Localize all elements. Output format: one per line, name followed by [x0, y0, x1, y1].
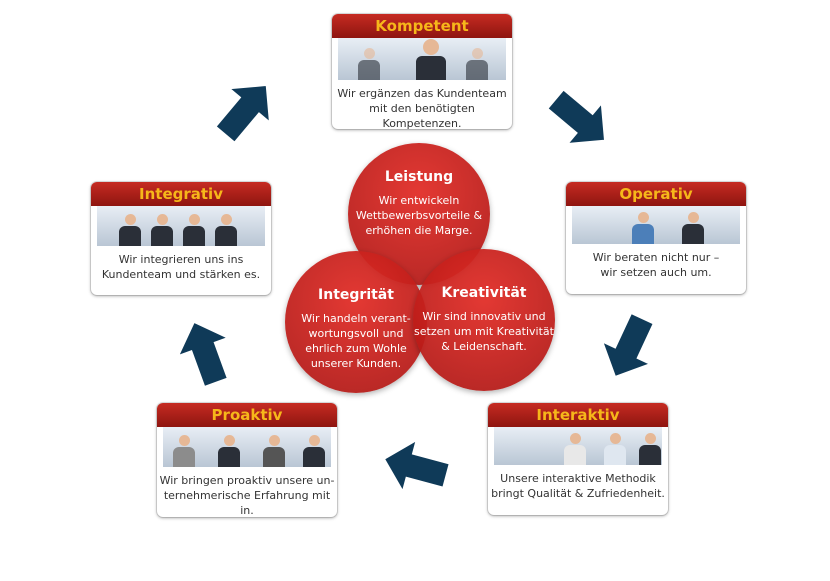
team-photo: [163, 427, 331, 467]
card-description: Wir beraten nicht nur – wir setzen auch …: [592, 251, 720, 279]
card-kompetent: Kompetent Wir ergänzen das Kundenteam mi…: [332, 14, 512, 129]
arrow-left: [165, 310, 245, 395]
card-operativ: Operativ Wir beraten nicht nur – wir set…: [566, 182, 746, 294]
arrow-top-right: [535, 75, 626, 165]
circle-integritaet: Integrität Wir handeln verant- wortungsv…: [285, 251, 427, 393]
circle-title: Kreativität: [441, 285, 527, 301]
circle-description: Wir handeln verant- wortungsvoll und ehr…: [301, 312, 411, 370]
arrow-right: [587, 304, 670, 391]
card-integrativ: Integrativ Wir integrieren uns ins Kunde…: [91, 182, 271, 295]
card-title: Integrativ: [91, 182, 271, 206]
card-proaktiv: Proaktiv Wir bringen proaktiv unsere un-…: [157, 403, 337, 517]
card-description: Wir integrieren uns ins Kundenteam und s…: [101, 253, 261, 281]
card-title: Kompetent: [332, 14, 512, 38]
arrow-bottom: [374, 430, 456, 505]
team-photo: [494, 427, 662, 465]
circle-kreativitaet: Kreativität Wir sind innovativ und setze…: [413, 249, 555, 391]
circle-description: Wir entwickeln Wettbewerbsvorteile & erh…: [355, 194, 483, 237]
card-description: Wir ergänzen das Kundenteam mit den benö…: [337, 87, 507, 129]
team-photo: [338, 38, 506, 80]
card-title: Operativ: [566, 182, 746, 206]
team-photo: [97, 206, 265, 246]
circle-description: Wir sind innovativ und setzen um mit Kre…: [414, 310, 554, 353]
circle-title: Leistung: [384, 169, 454, 185]
team-photo: [572, 206, 740, 244]
card-description: Wir bringen proaktiv unsere un- ternehme…: [159, 474, 335, 517]
card-title: Proaktiv: [157, 403, 337, 427]
card-interaktiv: Interaktiv Unsere interaktive Methodik b…: [488, 403, 668, 515]
circle-title: Integrität: [318, 287, 394, 303]
card-description: Unsere interaktive Methodik bringt Quali…: [491, 472, 665, 500]
arrow-top-left: [201, 64, 291, 155]
card-title: Interaktiv: [488, 403, 668, 427]
